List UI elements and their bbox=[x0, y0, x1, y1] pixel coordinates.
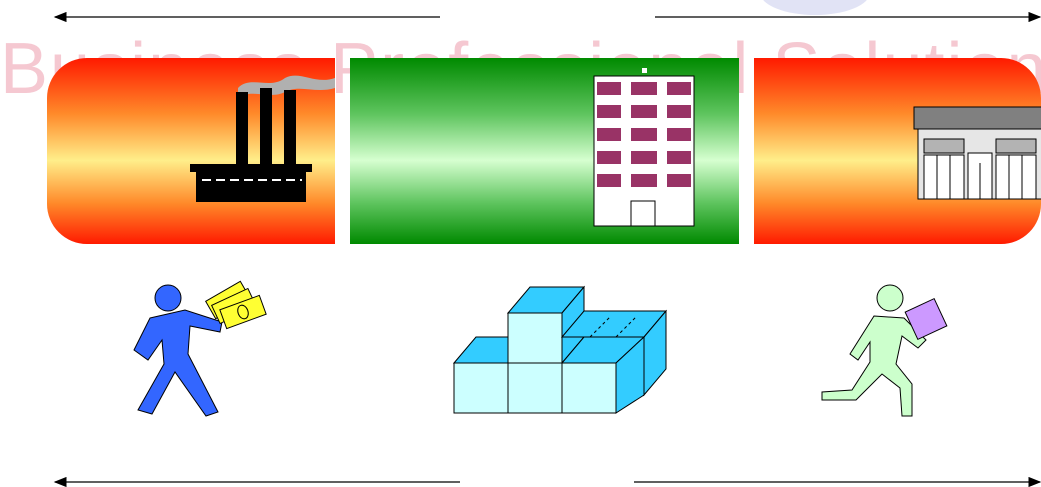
stacked-boxes-icon bbox=[452, 285, 668, 414]
person-carrying-package-icon bbox=[821, 284, 948, 417]
factory-icon bbox=[190, 75, 335, 202]
person-paying-money-icon bbox=[133, 280, 267, 417]
office-building-icon bbox=[593, 68, 695, 227]
watermark-shape bbox=[760, 0, 870, 15]
storefront-icon bbox=[913, 106, 1041, 200]
